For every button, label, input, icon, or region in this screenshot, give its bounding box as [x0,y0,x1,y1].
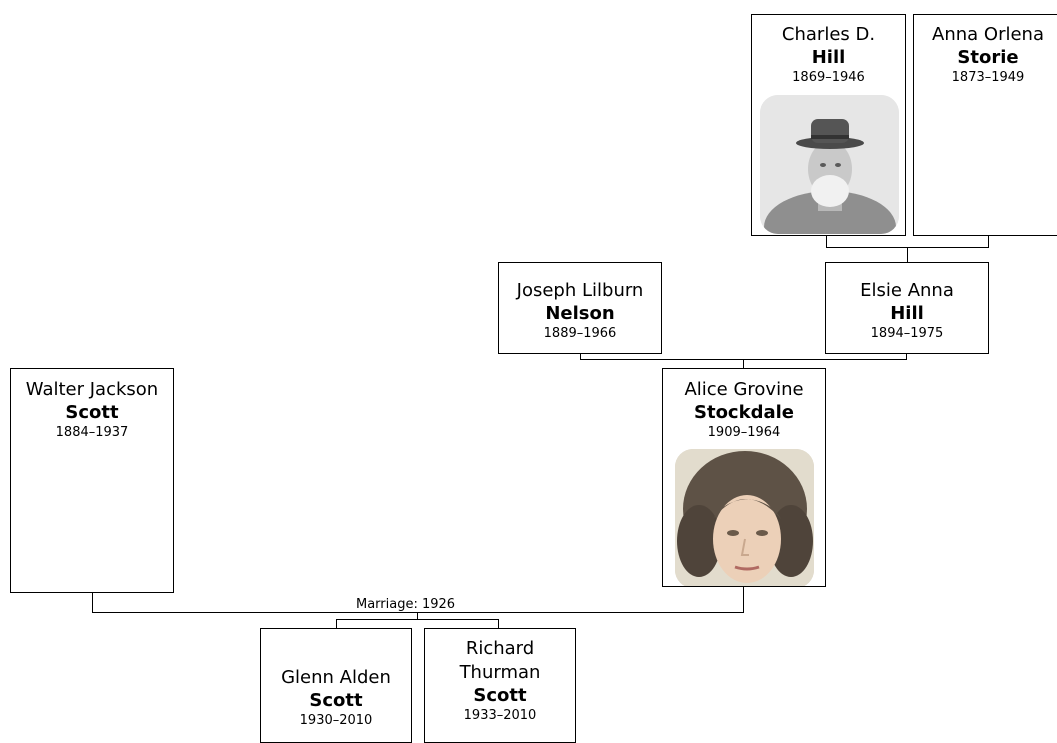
surname: Scott [65,402,119,423]
life-years: 1930–2010 [299,713,373,728]
person-card-glenn-scott[interactable]: Glenn Alden Scott 1930–2010 [260,628,412,743]
given-name: Anna Orlena [932,24,1044,45]
surname: Hill [811,47,846,68]
given-name: Richard Thurman [459,638,541,683]
connector-line [826,236,827,248]
portrait-photo [675,449,814,586]
connector-line [417,612,418,620]
life-years: 1869–1946 [792,70,865,85]
person-card-charles-hill[interactable]: Charles D. Hill 1869–1946 [751,14,906,236]
person-card-walter-scott[interactable]: Walter Jackson Scott 1884–1937 [10,368,174,593]
surname: Hill [890,303,924,324]
portrait-photo [760,95,899,234]
person-card-richard-scott[interactable]: Richard Thurman Scott 1933–2010 [424,628,576,743]
life-years: 1933–2010 [463,708,537,723]
connector-line [498,619,499,628]
given-name: Alice Grovine [684,379,804,400]
marriage-label: Marriage: 1926 [355,597,457,612]
portrait-man-hat-icon [760,95,899,234]
surname: Scott [309,690,363,711]
person-card-elsie-hill[interactable]: Elsie Anna Hill 1894–1975 [825,262,989,354]
life-years: 1873–1949 [951,70,1025,85]
person-card-joseph-nelson[interactable]: Joseph Lilburn Nelson 1889–1966 [498,262,662,354]
life-years: 1894–1975 [870,326,944,341]
surname: Scott [473,685,527,706]
connector-line [336,619,499,620]
given-name: Elsie Anna [860,280,954,301]
given-name: Glenn Alden [281,667,391,688]
given-name: Charles D. [781,24,876,45]
surname: Stockdale [694,402,794,423]
surname: Storie [957,47,1019,68]
person-card-anna-storie[interactable]: Anna Orlena Storie 1873–1949 [913,14,1057,236]
connector-line [988,236,989,248]
life-years: 1889–1966 [543,326,617,341]
connector-line [743,359,744,368]
connector-line [92,612,744,613]
person-card-alice-stockdale[interactable]: Alice Grovine Stockdale 1909–1964 [662,368,826,587]
connector-line [336,619,337,628]
connector-line [92,593,93,613]
life-years: 1884–1937 [55,425,129,440]
life-years: 1909–1964 [707,425,781,440]
given-name: Joseph Lilburn [516,280,644,301]
connector-line [743,587,744,613]
connector-line [906,354,907,360]
connector-line [907,247,908,262]
surname: Nelson [545,303,615,324]
given-name: Walter Jackson [25,379,159,400]
portrait-woman-icon [675,449,814,586]
connector-line [580,354,581,360]
